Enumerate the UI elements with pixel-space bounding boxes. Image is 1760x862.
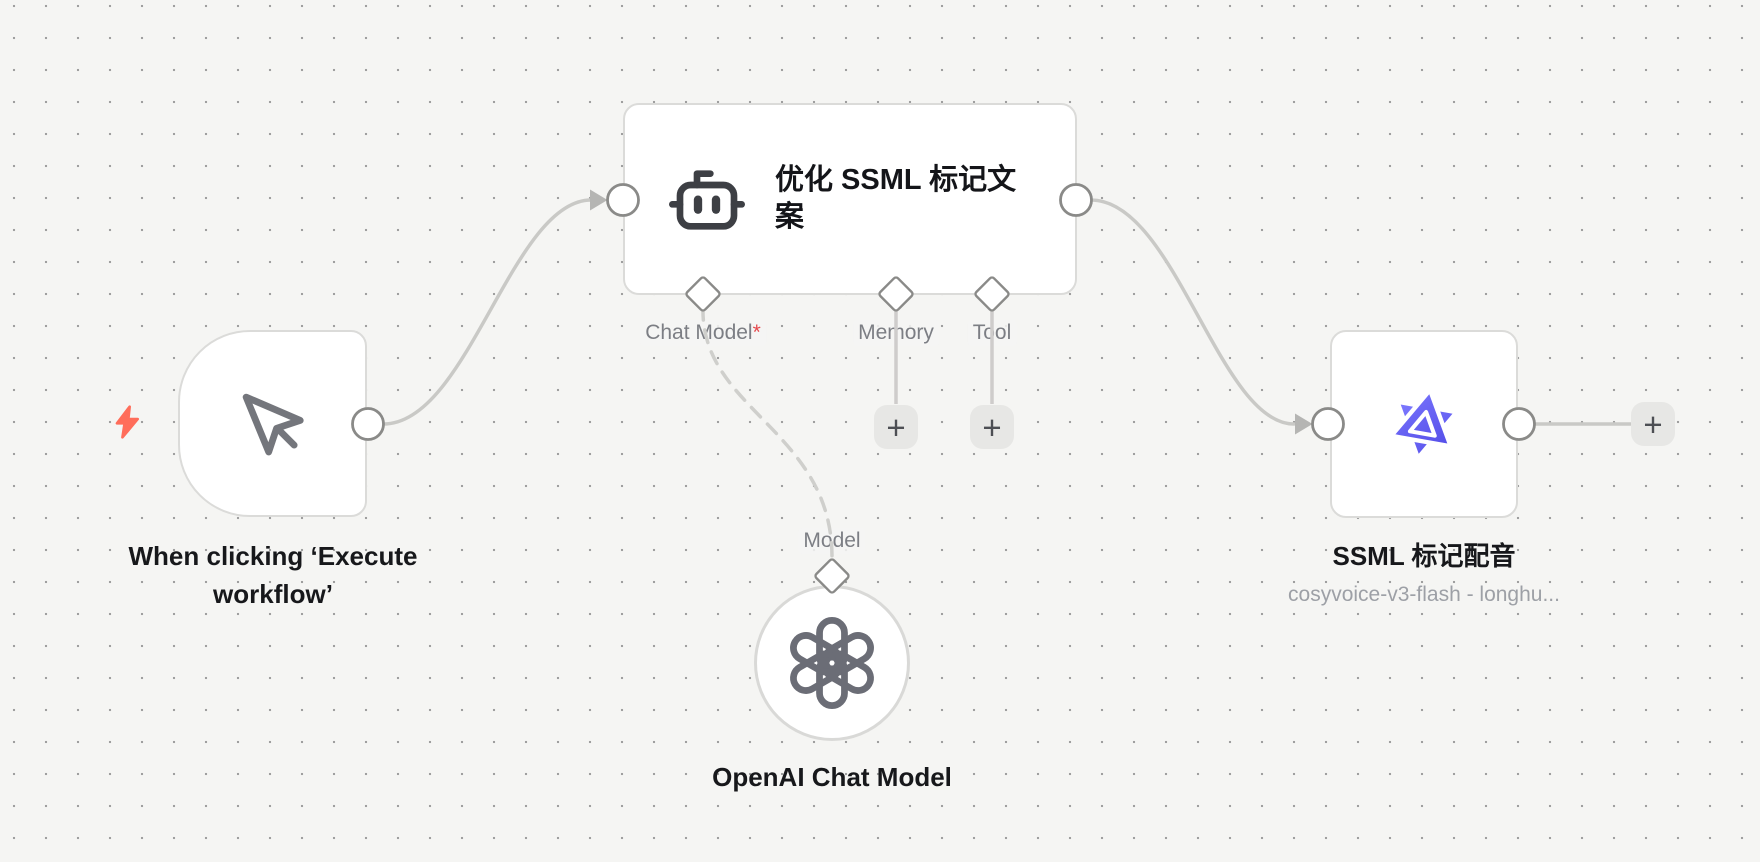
required-asterisk: * (752, 321, 761, 344)
node-openai-chat-model[interactable] (754, 585, 910, 741)
tts-node-subtitle: cosyvoice-v3-flash - longhu... (1288, 583, 1560, 606)
plus-icon: + (982, 408, 1002, 446)
port-label-chat-model: Chat Model* (640, 320, 766, 346)
add-tool-button[interactable]: + (970, 405, 1014, 449)
edge-agent-to-tts[interactable] (1089, 198, 1296, 426)
edge-trigger-to-agent[interactable] (381, 198, 593, 426)
port-label-tool: Tool (967, 320, 1017, 346)
openai-node-title: OpenAI Chat Model (712, 762, 952, 792)
cosyvoice-logo-icon (1383, 383, 1465, 465)
arrowhead-icon (1295, 413, 1313, 435)
add-next-node-button[interactable]: + (1631, 402, 1675, 446)
openai-logo-icon (785, 616, 879, 710)
mouse-pointer-icon (230, 381, 316, 467)
node-ssml-tts[interactable] (1330, 330, 1518, 518)
add-memory-button[interactable]: + (874, 405, 918, 449)
plus-icon: + (1643, 405, 1663, 443)
agent-node-title: 优化 SSML 标记文案 (775, 164, 1017, 233)
port-label-model: Model (798, 528, 866, 554)
arrowhead-icon (590, 189, 608, 211)
lightning-bolt-icon (111, 404, 143, 440)
port-label-memory: Memory (853, 320, 939, 346)
trigger-node-title: When clicking ‘Execute workflow’ (128, 541, 418, 609)
node-ai-agent[interactable]: 优化 SSML 标记文案 (623, 103, 1077, 295)
robot-icon (667, 159, 747, 239)
chat-model-label-text: Chat Model (645, 321, 753, 344)
plus-icon: + (886, 408, 906, 446)
tts-node-title: SSML 标记配音 (1332, 541, 1516, 571)
node-trigger-execute-workflow[interactable] (178, 330, 367, 517)
